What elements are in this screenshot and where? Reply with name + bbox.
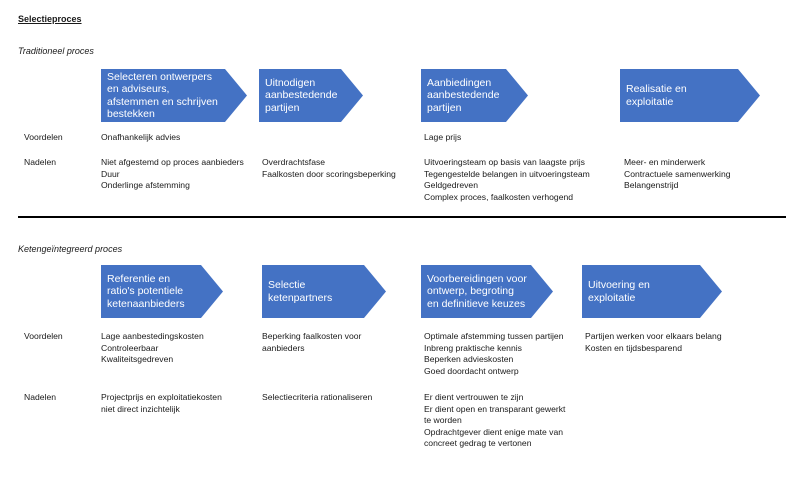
list-item: aanbieders (262, 342, 305, 353)
list-item: Lage prijs (424, 132, 462, 142)
voordelen-list: Onafhankelijk advies (101, 132, 180, 144)
list-item: Er dient open en transparant gewerkt (424, 403, 566, 414)
list-item: Partijen werken voor elkaars belang (585, 331, 722, 341)
list-item: Uitvoeringsteam op basis van laagste pri… (424, 157, 585, 167)
list-item: Overdrachtsfase (262, 157, 326, 167)
list-item: Lage aanbestedingskosten (101, 331, 204, 341)
list-item: Controleerbaar (101, 342, 159, 353)
list-item: Selectiecriteria rationaliseren (262, 392, 373, 402)
list-item: Beperking faalkosten voor (262, 331, 362, 341)
list-item: Tegengestelde belangen in uitvoeringstea… (424, 168, 590, 179)
process-step-label: Aanbiedingen aanbestedende partijen (427, 76, 500, 114)
list-item: Complex proces, faalkosten verhogend (424, 191, 574, 202)
process-step-label: Uitvoering en exploitatie (588, 279, 650, 304)
list-item: Opdrachtgever dient enige mate van (424, 426, 564, 437)
process-step-arrow: Aanbiedingen aanbestedende partijen (421, 69, 528, 122)
list-item: concreet gedrag te vertonen (424, 438, 532, 448)
list-item: Belangenstrijd (624, 180, 679, 190)
page-title: Selectieproces (18, 14, 82, 24)
process-step-arrow: Uitnodigen aanbestedende partijen (259, 69, 363, 122)
list-item: Contractuele samenwerking (624, 168, 731, 179)
voordelen-label: Voordelen (24, 132, 63, 142)
list-item: te worden (424, 415, 462, 425)
voordelen-list: Lage prijs (424, 132, 461, 144)
list-item: Faalkosten door scoringsbeperking (262, 168, 396, 179)
nadelen-list: Meer- en minderwerk Contractuele samenwe… (624, 157, 731, 192)
list-item: Inbreng praktische kennis (424, 342, 522, 353)
list-item: Kosten en tijdsbesparend (585, 342, 682, 353)
section-divider (18, 216, 786, 218)
nadelen-label: Nadelen (24, 392, 57, 402)
list-item: Niet afgestemd op proces aanbieders (101, 157, 244, 167)
nadelen-list: Niet afgestemd op proces aanbieders Duur… (101, 157, 244, 192)
voordelen-label: Voordelen (24, 331, 63, 341)
process-step-label: Voorbereidingen voor ontwerp, begroting … (427, 272, 527, 310)
nadelen-label: Nadelen (24, 157, 57, 167)
list-item: Goed doordacht ontwerp (424, 365, 519, 376)
list-item: Kwaliteitsgedreven (101, 354, 174, 364)
voordelen-list: Partijen werken voor elkaars belang Kost… (585, 331, 722, 354)
list-item: niet direct inzichtelijk (101, 403, 180, 414)
nadelen-list: Overdrachtsfase Faalkosten door scorings… (262, 157, 396, 180)
nadelen-list: Projectprijs en exploitatiekosten niet d… (101, 392, 222, 415)
section-title-ketengeintegreerd: Ketengeïntegreerd proces (18, 244, 123, 254)
voordelen-list: Beperking faalkosten voor aanbieders (262, 331, 361, 354)
nadelen-list: Uitvoeringsteam op basis van laagste pri… (424, 157, 590, 203)
process-step-arrow: Selectie ketenpartners (262, 265, 386, 318)
process-step-label: Selectie ketenpartners (268, 279, 333, 304)
list-item: Onafhankelijk advies (101, 132, 181, 142)
list-item: Onderlinge afstemming (101, 180, 190, 190)
voordelen-list: Lage aanbestedingskosten Controleerbaar … (101, 331, 204, 366)
list-item: Geldgedreven (424, 180, 478, 190)
nadelen-list: Selectiecriteria rationaliseren (262, 392, 372, 404)
process-step-label: Realisatie en exploitatie (626, 83, 687, 108)
process-step-arrow: Uitvoering en exploitatie (582, 265, 722, 318)
list-item: Projectprijs en exploitatiekosten (101, 392, 222, 402)
list-item: Optimale afstemming tussen partijen (424, 331, 564, 341)
process-step-label: Selecteren ontwerpers en adviseurs, afst… (107, 70, 218, 120)
nadelen-list: Er dient vertrouwen te zijn Er dient ope… (424, 392, 565, 450)
list-item: Duur (101, 168, 120, 179)
process-step-arrow: Voorbereidingen voor ontwerp, begroting … (421, 265, 553, 318)
process-step-arrow: Selecteren ontwerpers en adviseurs, afst… (101, 69, 247, 122)
list-item: Er dient vertrouwen te zijn (424, 392, 524, 402)
section-title-traditioneel: Traditioneel proces (18, 46, 94, 56)
process-step-arrow: Referentie en ratio's potentiele ketenaa… (101, 265, 223, 318)
voordelen-list: Optimale afstemming tussen partijen Inbr… (424, 331, 563, 377)
list-item: Beperken advieskosten (424, 354, 514, 364)
process-step-label: Uitnodigen aanbestedende partijen (265, 76, 338, 114)
list-item: Meer- en minderwerk (624, 157, 706, 167)
process-step-arrow: Realisatie en exploitatie (620, 69, 760, 122)
process-step-label: Referentie en ratio's potentiele ketenaa… (107, 272, 185, 310)
